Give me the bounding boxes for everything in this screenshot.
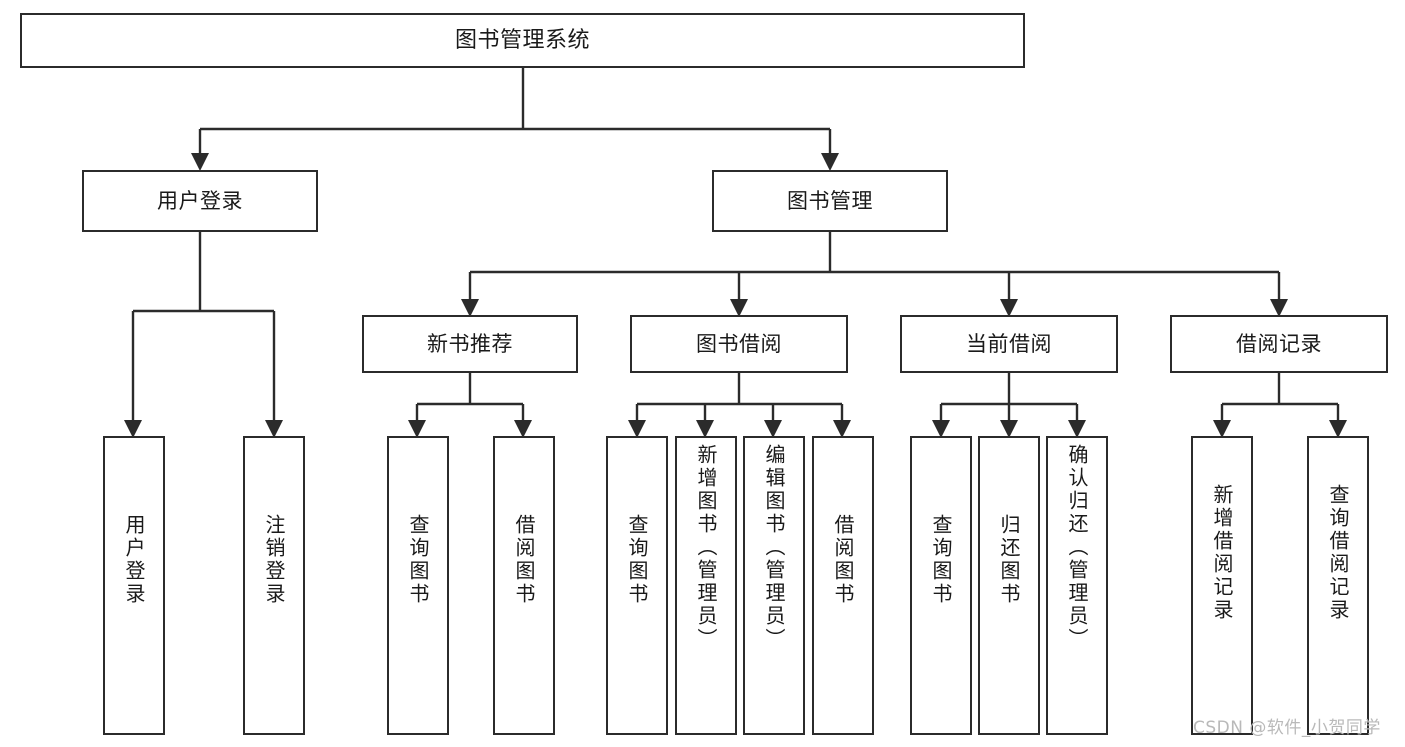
node-label: 查询图书 <box>625 514 649 606</box>
node-label: 新书推荐 <box>427 331 513 356</box>
node-label: 借阅记录 <box>1236 331 1322 356</box>
node-label: 用户登录 <box>122 514 146 606</box>
leaf-return-books[interactable]: 归还图书 <box>978 436 1040 735</box>
node-current-borrow[interactable]: 当前借阅 <box>900 315 1118 373</box>
node-root-system[interactable]: 图书管理系统 <box>20 13 1025 68</box>
node-borrow-records[interactable]: 借阅记录 <box>1170 315 1388 373</box>
node-label: 新增图书（管理员） <box>694 444 718 651</box>
node-label: 查询借阅记录 <box>1326 484 1350 622</box>
node-user-login[interactable]: 用户登录 <box>82 170 318 232</box>
watermark-text: CSDN @软件_小贺同学 <box>1193 718 1381 738</box>
leaf-user-login[interactable]: 用户登录 <box>103 436 165 735</box>
node-label: 新增借阅记录 <box>1210 484 1234 622</box>
node-label: 查询图书 <box>929 514 953 606</box>
leaf-query-borrow-record[interactable]: 查询借阅记录 <box>1307 436 1369 735</box>
node-new-book-recommend[interactable]: 新书推荐 <box>362 315 578 373</box>
node-book-management[interactable]: 图书管理 <box>712 170 948 232</box>
leaf-query-books-recommend[interactable]: 查询图书 <box>387 436 449 735</box>
node-label: 图书管理 <box>787 188 873 213</box>
leaf-confirm-return-admin[interactable]: 确认归还（管理员） <box>1046 436 1108 735</box>
leaf-add-book-admin[interactable]: 新增图书（管理员） <box>675 436 737 735</box>
leaf-logout[interactable]: 注销登录 <box>243 436 305 735</box>
leaf-edit-book-admin[interactable]: 编辑图书（管理员） <box>743 436 805 735</box>
node-label: 用户登录 <box>157 188 243 213</box>
leaf-borrow-books-recommend[interactable]: 借阅图书 <box>493 436 555 735</box>
node-label: 归还图书 <box>997 514 1021 606</box>
node-label: 注销登录 <box>262 514 286 606</box>
leaf-borrow-books[interactable]: 借阅图书 <box>812 436 874 735</box>
node-book-borrow[interactable]: 图书借阅 <box>630 315 848 373</box>
leaf-query-books-borrow[interactable]: 查询图书 <box>606 436 668 735</box>
node-label: 借阅图书 <box>831 514 855 606</box>
node-label: 查询图书 <box>406 514 430 606</box>
node-label: 借阅图书 <box>512 514 536 606</box>
node-label: 图书管理系统 <box>454 27 590 53</box>
leaf-query-books-current[interactable]: 查询图书 <box>910 436 972 735</box>
node-label: 确认归还（管理员） <box>1065 444 1089 651</box>
node-label: 当前借阅 <box>966 331 1052 356</box>
leaf-add-borrow-record[interactable]: 新增借阅记录 <box>1191 436 1253 735</box>
node-label: 编辑图书（管理员） <box>762 444 786 651</box>
node-label: 图书借阅 <box>696 331 782 356</box>
